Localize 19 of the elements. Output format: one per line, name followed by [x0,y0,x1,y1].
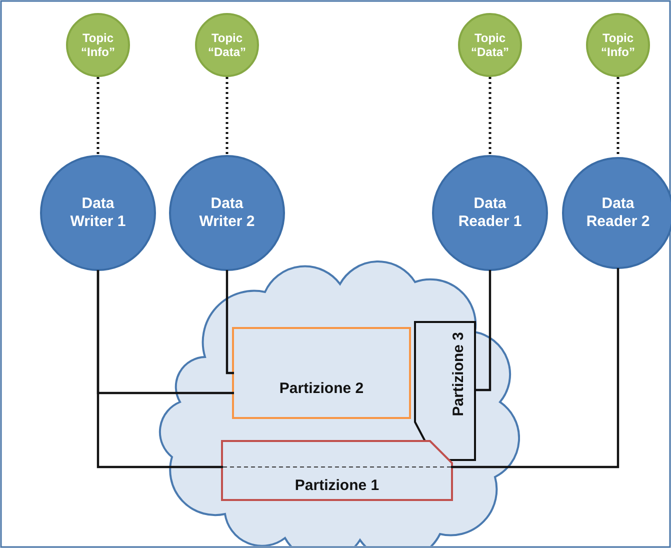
dotted-connector [488,77,492,155]
topic-label: Topic “Info” [80,30,116,60]
topic-label: Topic “Info” [600,30,636,60]
dotted-connector [226,77,228,155]
participant-label: Data Writer 1 [69,195,127,231]
participant-label: Data Reader 2 [585,195,651,231]
dotted-connector [96,77,100,155]
connector-line [96,270,223,468]
connector-line [451,268,620,468]
dotted-connector [616,77,620,157]
participant-label: Data Reader 1 [457,195,523,231]
connector-line [226,270,234,374]
partition-label: Partizione 3 [450,332,467,416]
partition-label: Partizione 2 [278,380,365,397]
topic-label: Topic “Data” [206,30,247,60]
participant-label: Data Writer 2 [198,195,256,231]
topic-label: Topic “Data” [470,30,510,60]
partition-label: Partizione 1 [294,477,380,494]
connector-line [474,270,492,392]
